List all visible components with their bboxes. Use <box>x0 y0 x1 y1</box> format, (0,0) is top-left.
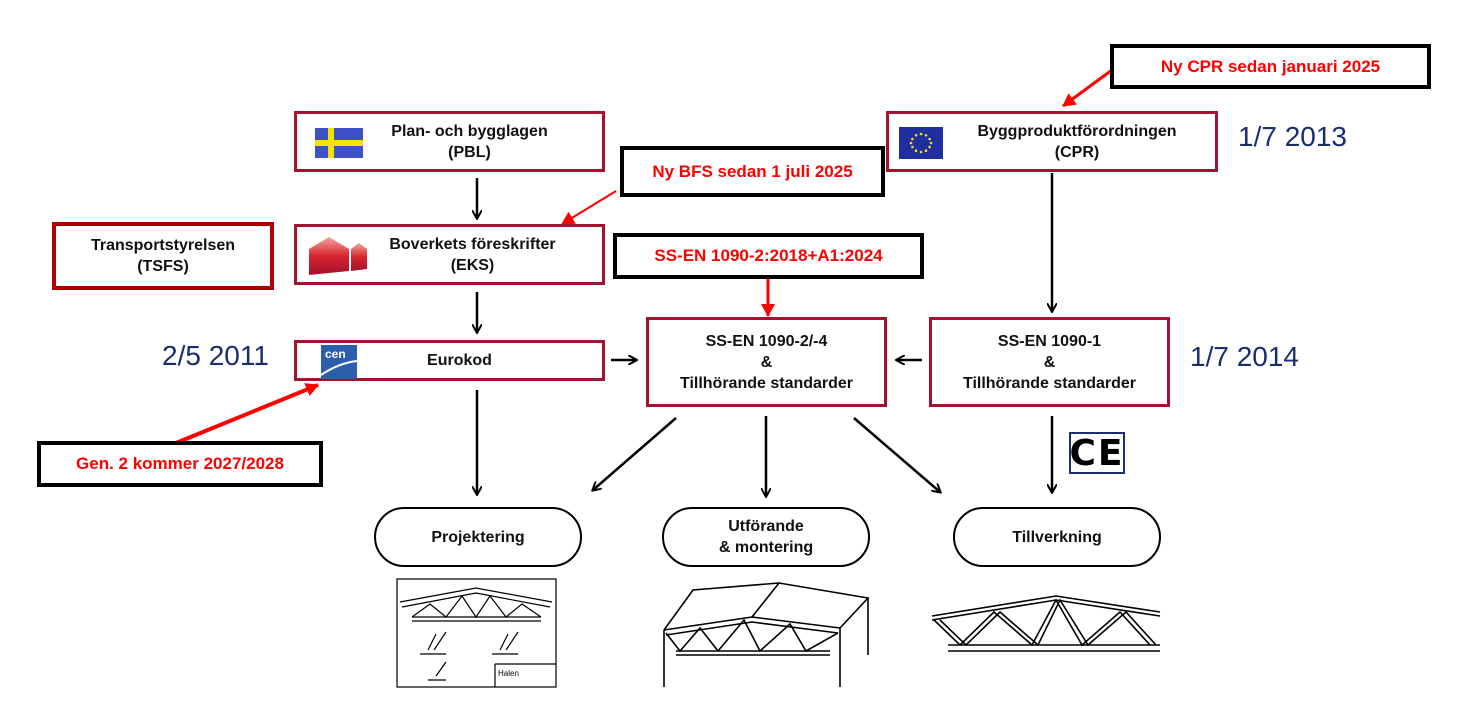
en1090-2-box[interactable]: SS-EN 1090-2/-4 & Tillhörande standarder <box>646 317 887 407</box>
tillverkning-pill[interactable]: Tillverkning <box>953 507 1161 567</box>
svg-text:cen: cen <box>325 347 346 361</box>
eurokod-box[interactable]: cen Eurokod <box>294 340 605 381</box>
gen2-update-note-text: Gen. 2 kommer 2027/2028 <box>76 454 284 473</box>
swedish-flag-icon <box>315 128 363 158</box>
cpr-update-note-text: Ny CPR sedan januari 2025 <box>1160 56 1381 76</box>
utforande-label: Utförande & montering <box>718 518 814 556</box>
eks-box[interactable]: Boverkets föreskrifter (EKS) <box>294 224 605 285</box>
utforande-pill[interactable]: Utförande & montering <box>662 507 870 567</box>
truss-illustration <box>931 595 1161 652</box>
arrow-en1090-2-to-projektering <box>593 417 677 490</box>
en1090-update-note: SS-EN 1090-2:2018+A1:2024 <box>613 233 924 279</box>
ce-mark-icon: CE <box>1069 432 1125 474</box>
boverket-logo-icon <box>309 237 367 275</box>
tillverkning-label: Tillverkning <box>1012 528 1102 546</box>
red-arrow-cpr-note <box>1062 68 1113 108</box>
eu-flag-icon <box>899 127 943 159</box>
en1090-1-date: 1/7 2014 <box>1190 341 1299 372</box>
ce-mark-text: CE <box>1069 432 1125 474</box>
en1090-1-label: SS-EN 1090-1 & Tillhörande standarder <box>962 332 1137 392</box>
cpr-box[interactable]: Byggproduktförordningen (CPR) <box>886 111 1218 172</box>
en1090-1-box[interactable]: SS-EN 1090-1 & Tillhörande standarder <box>929 317 1170 407</box>
cen-logo-icon: cen <box>321 345 357 379</box>
eurokod-label: Eurokod <box>427 352 492 369</box>
pbl-label: Plan- och bygglagen (PBL) <box>391 122 548 161</box>
arrow-en1090-2-to-tillverkning <box>853 417 940 492</box>
pbl-box[interactable]: Plan- och bygglagen (PBL) <box>294 111 605 172</box>
en1090-2-label: SS-EN 1090-2/-4 & Tillhörande standarder <box>679 332 854 392</box>
tsfs-box[interactable]: Transportstyrelsen (TSFS) <box>52 222 274 290</box>
gen2-update-note: Gen. 2 kommer 2027/2028 <box>37 441 323 487</box>
design-drawing-illustration <box>396 578 557 688</box>
cpr-date: 1/7 2013 <box>1238 121 1347 152</box>
projektering-pill[interactable]: Projektering <box>374 507 582 567</box>
red-arrow-gen2-note <box>175 383 319 445</box>
assembly-roof-illustration <box>663 582 870 687</box>
tsfs-label: Transportstyrelsen (TSFS) <box>90 237 236 275</box>
red-arrow-bfs-note <box>561 190 617 225</box>
cpr-update-note: Ny CPR sedan januari 2025 <box>1110 44 1431 89</box>
eurokod-date: 2/5 2011 <box>162 340 269 371</box>
bfs-update-note-text: Ny BFS sedan 1 juli 2025 <box>652 161 853 181</box>
eks-label: Boverkets föreskrifter (EKS) <box>389 235 556 274</box>
en1090-update-note-text: SS-EN 1090-2:2018+A1:2024 <box>654 246 883 265</box>
drawing-title-text: Halen <box>498 669 519 678</box>
cpr-label: Byggproduktförordningen (CPR) <box>977 122 1177 161</box>
projektering-label: Projektering <box>431 528 525 546</box>
bfs-update-note: Ny BFS sedan 1 juli 2025 <box>620 146 885 197</box>
